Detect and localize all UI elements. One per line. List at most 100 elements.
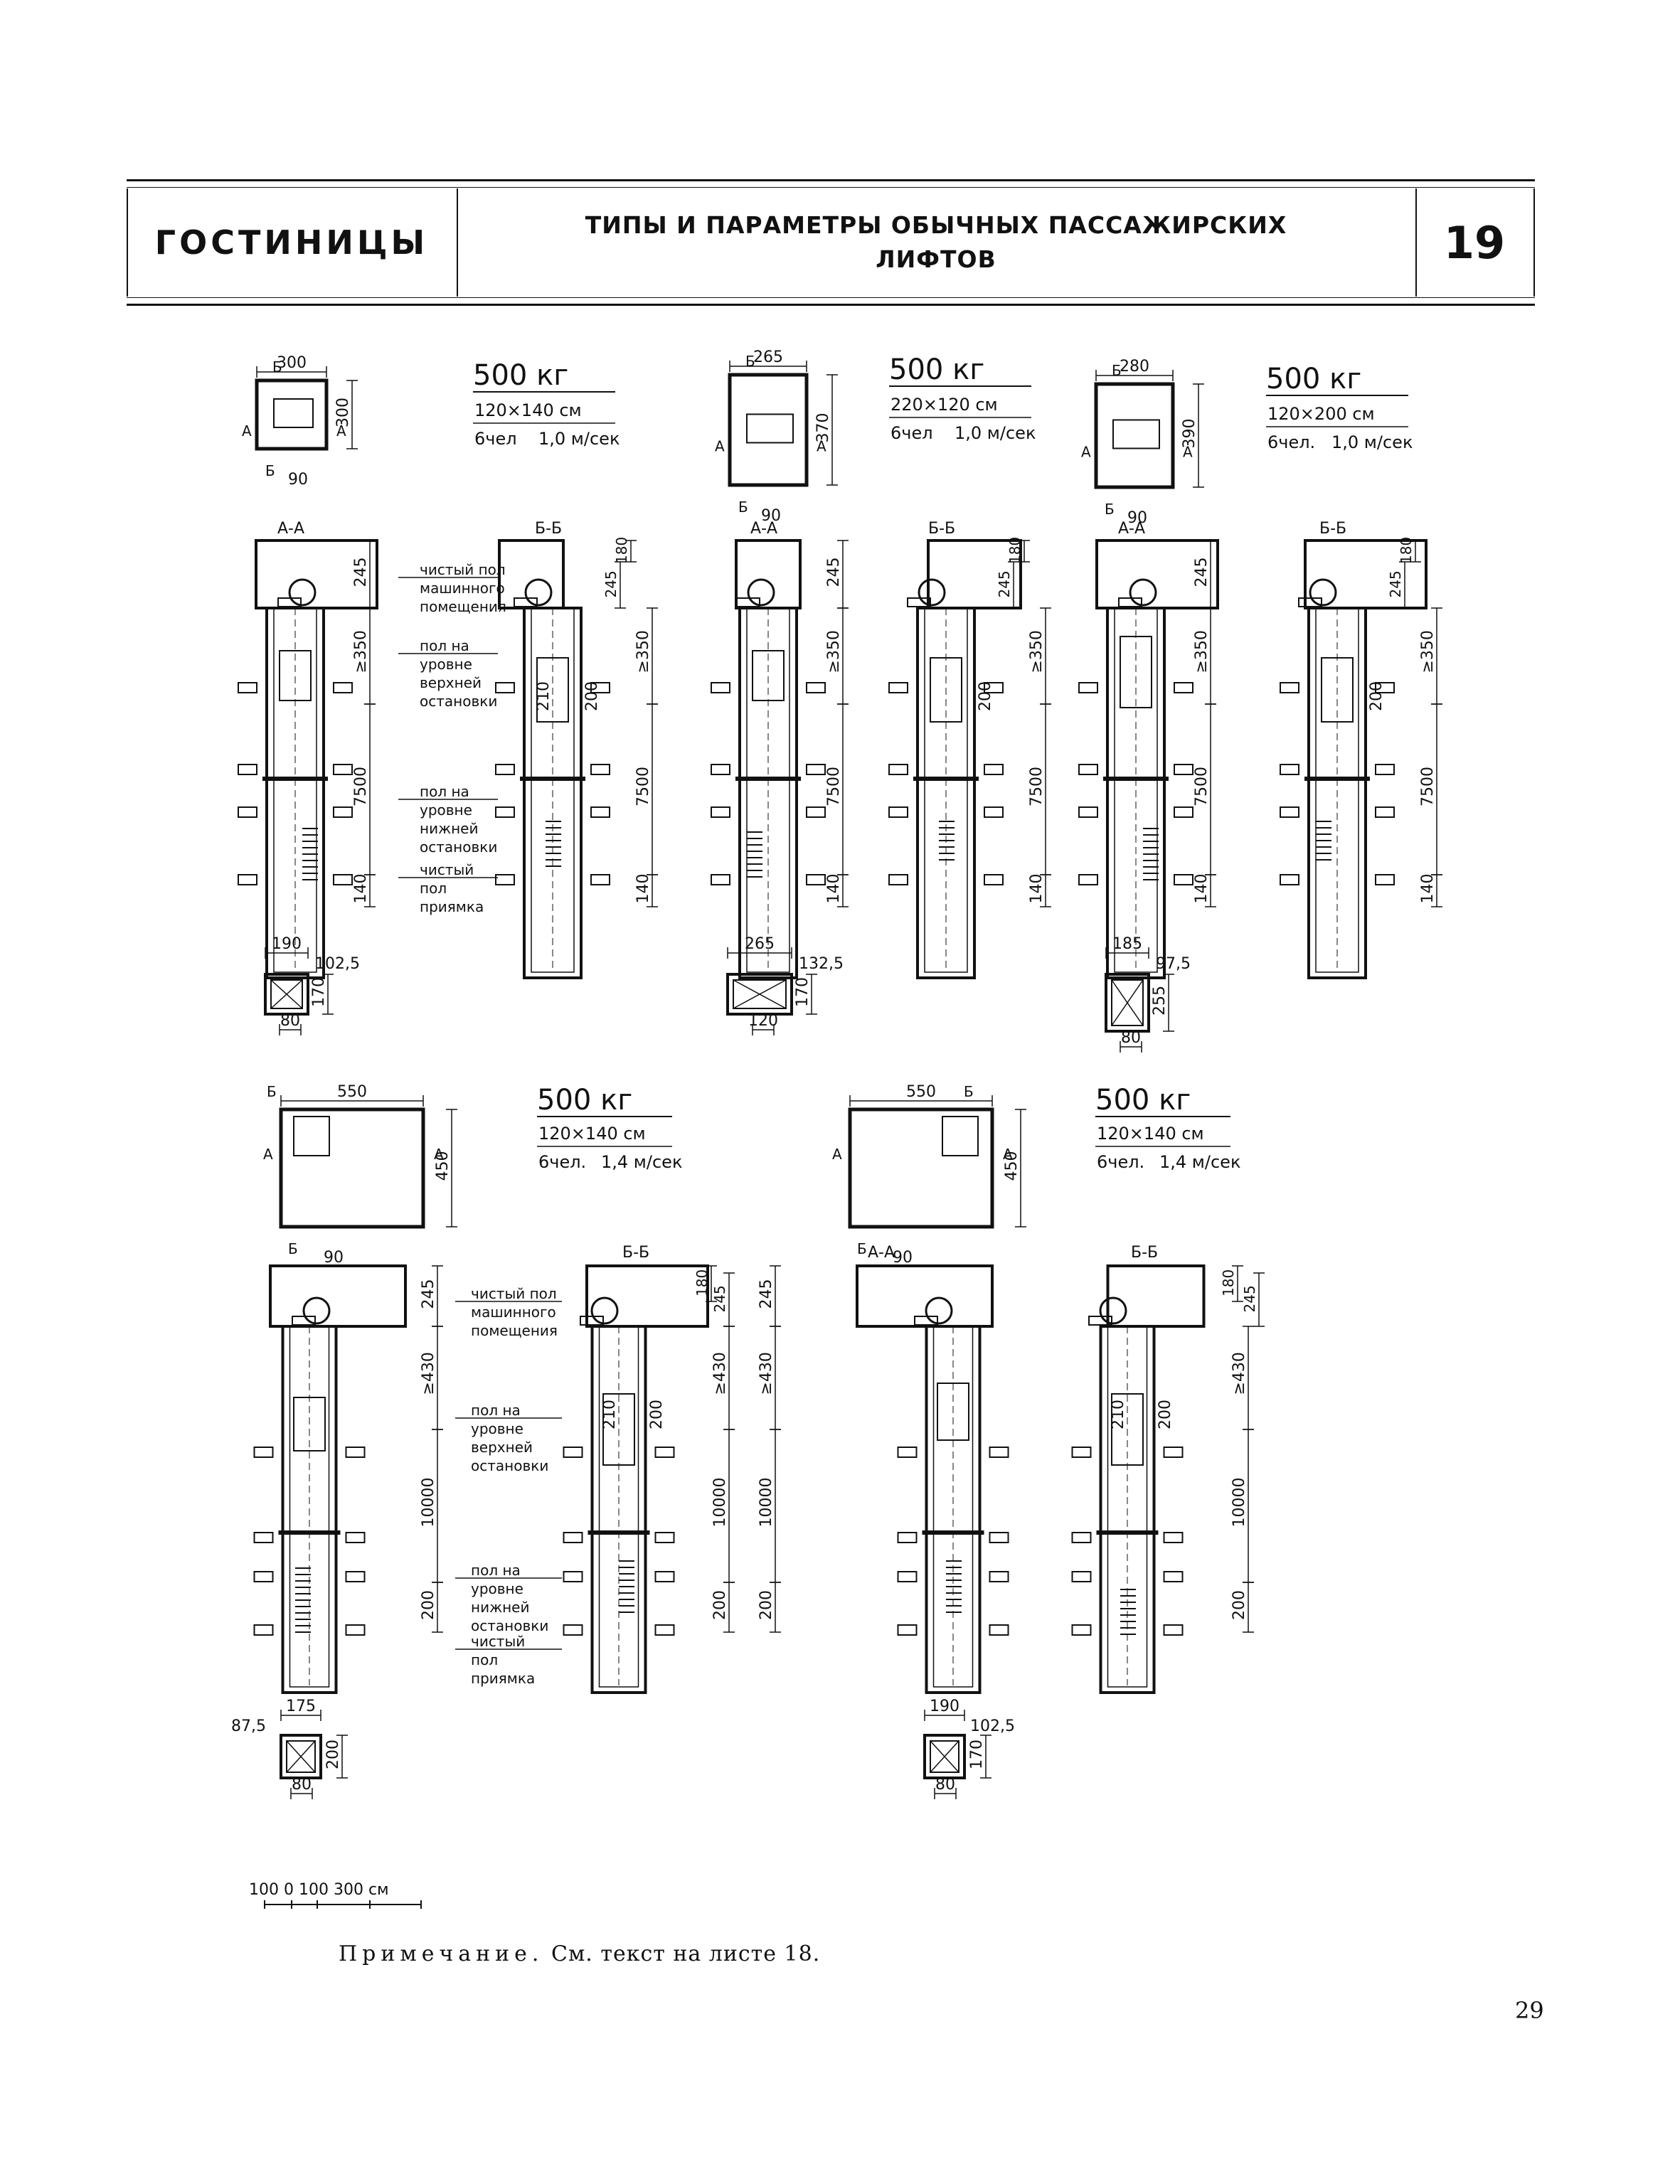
lift-2-section-aa-label: А-А — [750, 520, 777, 538]
lift-3-section-aa-machine-icon — [1129, 578, 1157, 607]
callout-top-1-line-2: верхней — [420, 674, 482, 691]
lift-1-section-bb-door-left-1 — [495, 764, 515, 775]
lift-2-section-bb-door-left-2 — [888, 806, 908, 818]
lift-2-pit: 140 — [825, 874, 843, 904]
lift-3-section-aa-door-left-2 — [1078, 806, 1098, 818]
lift-5-bb-top: 180 — [1220, 1269, 1237, 1296]
lift-1-section-bb-door-right-0 — [590, 682, 610, 693]
lift-4-plan-offset: 90 — [324, 1249, 344, 1267]
lift-4-bb-machine: 245 — [711, 1285, 728, 1312]
lift-4-cut-a-left: А — [263, 1146, 273, 1163]
lift-1-pit: 140 — [352, 874, 370, 904]
lift-5-section-aa-machine-room — [856, 1264, 994, 1328]
lift-4-headroom: ≥430 — [420, 1352, 437, 1395]
lift-3-bb-top: 180 — [1398, 537, 1415, 564]
callout-top-2-line-2: нижней — [420, 820, 478, 837]
lift-3-section-bb-machine-base-icon — [1298, 597, 1322, 607]
lift-1-cut-a-right: А — [336, 422, 346, 440]
callout-bottom-3-line-2: приямка — [471, 1670, 535, 1687]
lift-2-section-bb-label: Б-Б — [928, 520, 955, 538]
callout-bottom-1-line-3: остановки — [471, 1457, 548, 1474]
callout-bottom-2-line-1: уровне — [471, 1580, 523, 1597]
lift-5-cabin-plan — [923, 1734, 966, 1779]
lift-5-cabin-size: 120×140 см — [1097, 1124, 1204, 1144]
lift-1-plan-height: 300 — [334, 398, 352, 427]
lift-4-cabin-plan-inner — [286, 1740, 316, 1773]
lift-4-travel: 10000 — [420, 1478, 437, 1528]
lift-1-cut-b-top: Б — [272, 358, 282, 375]
lift-3-cabin-depth: 255 — [1151, 986, 1169, 1016]
callout-top-1-line-3: остановки — [420, 693, 497, 710]
lift-1-cabin-plan-diag-b — [270, 979, 303, 1009]
lift-2-cabin-offset: 132,5 — [799, 955, 844, 973]
lift-1-load: 500 кг — [473, 359, 568, 392]
lift-5-section-bb-door-left-1 — [1071, 1532, 1092, 1543]
lift-4-machine-height: 245 — [420, 1279, 437, 1309]
lift-4-section-bb-door-right-0 — [654, 1447, 675, 1458]
lift-3-section-aa-door-right-0 — [1174, 682, 1193, 693]
lift-5-pit: 200 — [757, 1590, 775, 1620]
lift-4-section-bb-shaft-inner — [598, 1326, 639, 1688]
lift-2-bb-machine: 245 — [996, 570, 1013, 597]
lift-2-section-aa-door-left-2 — [711, 806, 730, 818]
lift-3-section-aa-machine-base-icon — [1118, 597, 1142, 607]
callout-bottom-3-line-1: пол — [471, 1651, 498, 1668]
lift-4-section-aa-door-left-1 — [253, 1532, 274, 1543]
lift-4-section-bb-door-right-1 — [654, 1532, 675, 1543]
callout-bottom-1-line-2: верхней — [471, 1439, 533, 1456]
lift-4-load: 500 кг — [537, 1084, 632, 1117]
lift-1-section-aa-machine-icon — [288, 578, 317, 607]
lift-3-headroom: ≥350 — [1193, 630, 1211, 673]
callout-top-2-line-1: уровне — [420, 801, 472, 819]
callout-top-2-line-3: остановки — [420, 838, 497, 856]
lift-2-cabin-width: 265 — [745, 935, 775, 953]
callout-top-0-line-1: машинного — [420, 580, 505, 597]
lift-4-plan-width: 550 — [337, 1083, 367, 1101]
lift-4-speed: 1,4 м/сек — [601, 1152, 682, 1172]
lift-2-section-aa-door-left-1 — [711, 764, 730, 775]
lift-2-section-bb-machine-base-icon — [907, 597, 931, 607]
lift-2-plan-height: 370 — [814, 413, 832, 443]
callout-top-3-line-0: чистый — [420, 861, 474, 878]
lift-1-cabin-width: 190 — [272, 935, 302, 953]
page-title: ТИПЫ И ПАРАМЕТРЫ ОБЫЧНЫХ ПАССАЖИРСКИХ ЛИ… — [457, 181, 1415, 304]
lift-3-section-bb-door-right-0 — [1375, 682, 1395, 693]
lift-4-section-bb-door-left-0 — [563, 1447, 583, 1458]
lift-5-section-aa-door-left-1 — [897, 1532, 918, 1543]
lift-3-cabin-size: 120×200 см — [1267, 404, 1375, 424]
lift-2-section-bb-door-left-1 — [888, 764, 908, 775]
footnote: Примечание. См. текст на листе 18. — [339, 1941, 820, 1966]
lift-2-cut-b-top: Б — [745, 353, 755, 370]
section-name: ГОСТИНИЦЫ — [154, 223, 429, 262]
lift-4-section-aa-door-right-2 — [345, 1571, 366, 1582]
lift-1-bb-machine: 245 — [602, 570, 620, 597]
lift-4-section-aa-door-right-3 — [345, 1624, 366, 1636]
callout-top-1-line-0: пол на — [420, 637, 469, 654]
lift-3-machine-height: 245 — [1193, 558, 1211, 587]
lift-3-cabin-offset: 97,5 — [1156, 955, 1191, 973]
lift-2-load: 500 кг — [889, 353, 984, 386]
lift-5-section-aa-counterweight — [946, 1560, 962, 1613]
lift-3-section-bb-label: Б-Б — [1319, 520, 1346, 538]
scale-bar-label: 100 0 100 300 см — [249, 1881, 389, 1899]
lift-1-section-bb-door-right-2 — [590, 806, 610, 818]
lift-4-cut-a-right: А — [434, 1146, 444, 1163]
lift-4-section-aa-door-left-3 — [253, 1624, 274, 1636]
lift-4-bb-pit: 200 — [711, 1590, 729, 1620]
lift-3-bb-travel: 7500 — [1419, 767, 1437, 806]
lift-1-section-aa-door-right-2 — [333, 806, 353, 818]
lift-1-section-bb-machine-icon — [524, 578, 553, 607]
lift-2-cabin-plan-diag-b — [733, 979, 787, 1009]
lift-5-headroom: ≥430 — [757, 1352, 775, 1395]
lift-1-plan-offset: 90 — [288, 471, 308, 489]
lift-3-cabin-plan — [1105, 973, 1150, 1033]
callout-bottom-3-line-0: чистый — [471, 1633, 525, 1650]
callout-top-3-line-2: приямка — [420, 898, 484, 915]
lift-5-cabin-offset: 102,5 — [970, 1717, 1015, 1735]
lift-2-bb-travel: 7500 — [1028, 767, 1046, 806]
lift-2-plan-cabin — [746, 413, 794, 444]
lift-2-cabin-base: 120 — [748, 1012, 778, 1030]
lift-5-plan-height: 450 — [1003, 1151, 1021, 1181]
lift-4-cabin-plan-diag-b — [286, 1740, 316, 1773]
lift-3-section-bb-door-right-1 — [1375, 764, 1395, 775]
